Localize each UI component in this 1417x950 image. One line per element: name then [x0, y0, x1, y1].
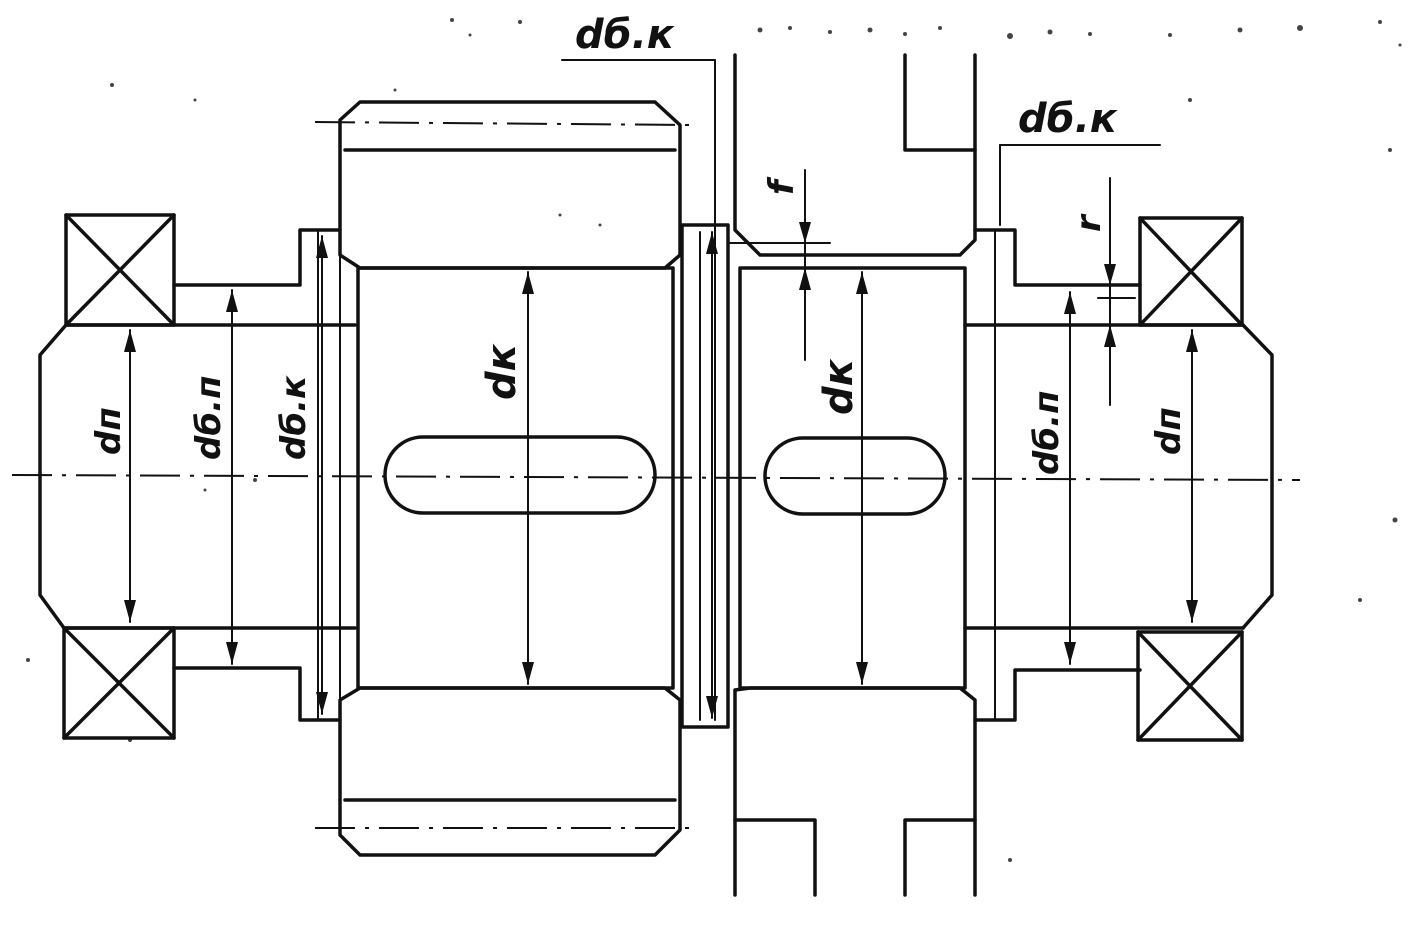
label-d-k-right: dк	[816, 358, 862, 415]
label-d-bk-right-top: dб.к	[1018, 96, 1118, 142]
label-r: r	[1069, 213, 1109, 232]
label-d-bk-left: dб.к	[274, 375, 314, 460]
dimension-lines	[124, 169, 1198, 719]
right-shoulder-bottom	[973, 668, 1142, 722]
left-bearing-top	[64, 213, 176, 327]
label-d-bk-top: dб.к	[575, 12, 675, 58]
left-shoulder-bottom	[172, 666, 342, 722]
label-f: f	[762, 176, 802, 195]
label-d-k-left: dк	[479, 343, 525, 400]
label-d-p-right: dп	[1149, 407, 1189, 455]
left-keyway	[383, 435, 657, 515]
left-gear	[314, 100, 691, 857]
label-d-p-left: dп	[89, 407, 129, 455]
right-bearing-bottom	[1136, 630, 1244, 742]
left-shaft-end	[38, 323, 68, 630]
left-bearing-bottom	[62, 626, 176, 740]
label-d-bp-right: dб.п	[1027, 391, 1067, 476]
right-shoulder-top	[973, 228, 1142, 287]
scan-noise	[26, 18, 1402, 862]
label-d-bp-left: dб.п	[189, 376, 229, 461]
right-gear	[729, 53, 977, 897]
left-shoulder-top	[172, 228, 342, 287]
right-bearing-top	[1138, 216, 1244, 327]
centre-collar	[561, 59, 730, 729]
right-keyway	[763, 436, 947, 516]
right-shaft-end	[1241, 323, 1274, 630]
